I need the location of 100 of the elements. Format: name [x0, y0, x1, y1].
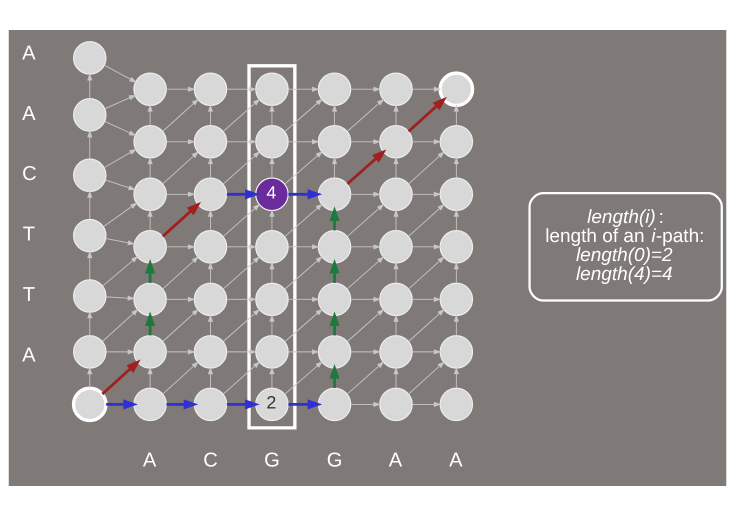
node-circle: 4: [255, 177, 289, 211]
arrow: [106, 295, 135, 300]
arrow: [105, 238, 136, 245]
node-circle: [133, 387, 167, 421]
arrow: [288, 348, 320, 354]
arrow: [454, 366, 459, 388]
arrow: [284, 360, 323, 394]
node-circle: [133, 124, 167, 158]
arrow: [162, 360, 199, 394]
node-circle: [255, 230, 289, 264]
arrow: [393, 104, 399, 126]
arrow: [166, 86, 196, 92]
arrow: [393, 208, 399, 230]
arrow: [329, 258, 340, 282]
node-circle: [438, 70, 474, 107]
arrow: [148, 104, 153, 126]
arrow: [208, 366, 214, 388]
arrow: [284, 203, 323, 237]
node-circle: [194, 230, 228, 264]
arrow: [408, 150, 445, 184]
arrow: [105, 179, 136, 190]
arrow: [412, 138, 442, 144]
arrow: [408, 308, 445, 342]
node-circle: [440, 282, 474, 316]
arrow: [269, 156, 275, 178]
node-circle: [133, 177, 167, 211]
node-circle: [318, 387, 352, 421]
node-circle: [379, 282, 413, 316]
arrow: [87, 72, 92, 98]
arrow: [412, 296, 442, 302]
node-circle: [440, 334, 474, 368]
arrow: [222, 360, 260, 394]
arrow: [145, 258, 156, 282]
label: C: [22, 162, 37, 185]
arrow: [87, 366, 92, 388]
node-circle: [73, 278, 107, 312]
node-circle: [255, 282, 289, 316]
arrow: [166, 296, 196, 302]
arrow: [329, 310, 340, 335]
arrow: [269, 104, 275, 126]
label: A: [22, 102, 36, 124]
arrow: [288, 138, 320, 144]
arrow: [346, 148, 386, 184]
arrow: [208, 104, 214, 126]
node-circle: [440, 177, 474, 211]
node-circle: [379, 387, 413, 421]
node-circle: [379, 124, 413, 158]
arrow: [288, 86, 320, 92]
arrow: [226, 188, 260, 199]
arrow: [102, 255, 138, 286]
node-circle: [194, 72, 228, 106]
arrow: [222, 150, 260, 184]
node-circle: [379, 334, 413, 368]
arrow: [226, 138, 257, 144]
label: A: [22, 42, 36, 64]
node-circle: [318, 124, 352, 158]
arrow: [393, 314, 399, 336]
node-circle: [255, 334, 289, 368]
arrow: [145, 310, 156, 335]
arrow: [332, 156, 338, 178]
node-circle: [379, 230, 413, 264]
node-circle: [255, 72, 289, 106]
arrow: [222, 256, 260, 289]
arrow: [222, 203, 260, 236]
arrow: [104, 148, 137, 168]
node-circle: [440, 387, 474, 421]
arrow: [393, 366, 399, 388]
arrow: [106, 348, 135, 354]
arrow: [329, 206, 340, 230]
node-circle: [73, 218, 107, 252]
node-circle: [73, 334, 107, 368]
arrow: [288, 244, 320, 249]
node-circle: [133, 334, 167, 368]
arrow: [284, 256, 323, 290]
label: G: [264, 448, 280, 471]
arrow: [284, 98, 323, 132]
arrow: [102, 308, 139, 342]
arrow: [162, 98, 199, 132]
node-circle: [73, 98, 107, 132]
node-circle: [440, 230, 474, 264]
arrow: [222, 98, 260, 132]
arrow: [104, 64, 137, 82]
arrow: [269, 366, 275, 388]
arrow: [288, 398, 322, 409]
node-circle: [318, 230, 352, 264]
arrow: [412, 401, 442, 406]
arrow: [208, 314, 214, 336]
arrow: [162, 150, 199, 184]
arrow: [226, 244, 257, 249]
arrow: [350, 348, 381, 354]
arrow: [166, 348, 196, 354]
node-circle: [379, 72, 413, 106]
arrow: [454, 208, 459, 230]
label: C: [203, 448, 218, 471]
label: A: [22, 344, 36, 366]
node-circle: [379, 177, 413, 211]
label: A: [142, 448, 156, 471]
node-circle: [133, 282, 167, 316]
node-circle: [318, 72, 352, 106]
arrow: [408, 96, 447, 132]
